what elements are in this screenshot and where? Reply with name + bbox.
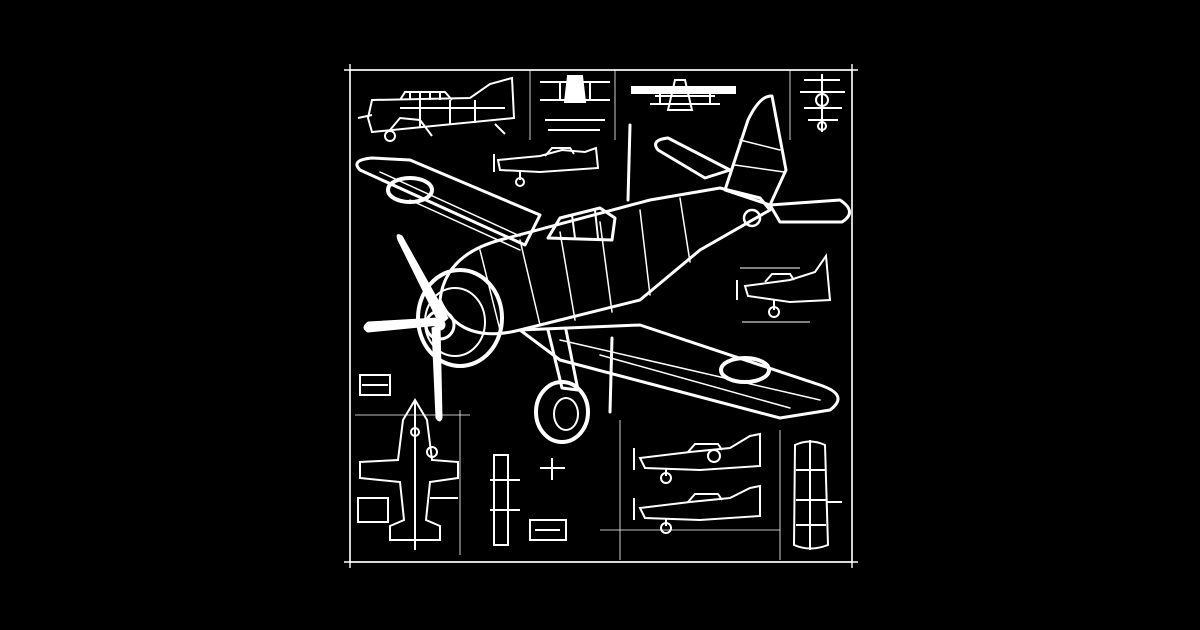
detail-drawings-bottom-center xyxy=(490,454,567,546)
biplane-front-view xyxy=(540,75,610,131)
top-view-bottom-right xyxy=(792,440,842,550)
front-view-top-center xyxy=(631,79,736,111)
side-view-bottom-center-lower xyxy=(633,484,761,534)
side-view-top-left xyxy=(357,76,516,142)
side-view-small-center xyxy=(493,146,600,187)
front-view-stack-top-right xyxy=(800,74,845,132)
top-view-bottom-left xyxy=(357,374,459,550)
blueprint-frame xyxy=(344,64,858,568)
side-view-bottom-center xyxy=(633,432,761,484)
side-view-right xyxy=(736,253,832,323)
main-aircraft-perspective xyxy=(355,94,851,444)
